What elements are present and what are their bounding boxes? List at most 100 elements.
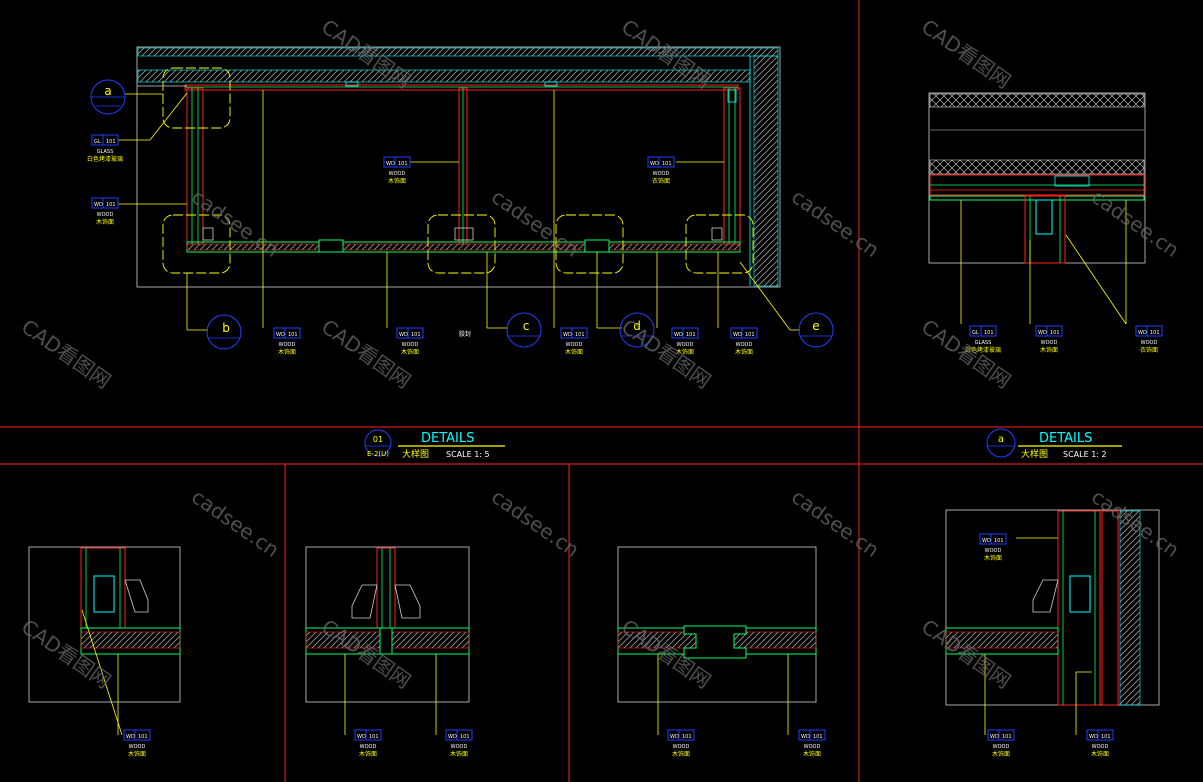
detail-subtitle: 大样图 [1021, 448, 1048, 460]
material-tag-wood: WD 101 WOOD 木饰面 [1086, 729, 1114, 758]
detail-b-section [28, 546, 181, 736]
detail-scale: SCALE 1: 2 [1063, 450, 1107, 459]
material-tag-wood: WD 101 WOOD 衣饰面 [1135, 325, 1163, 354]
svg-text:101: 101 [984, 330, 994, 336]
svg-text:101: 101 [745, 332, 755, 338]
svg-text:101: 101 [138, 734, 148, 740]
detail-title: DETAILS [421, 431, 474, 446]
svg-text:木饰面: 木饰面 [1091, 750, 1109, 758]
bubble-e-label: e [812, 319, 819, 333]
material-tag-wood: WD 101 WOOD 木饰面 [667, 729, 695, 758]
section-bubble-e: e [798, 312, 834, 348]
svg-text:101: 101 [398, 161, 408, 167]
detail-e-section [945, 509, 1160, 735]
svg-text:木饰面: 木饰面 [278, 348, 296, 356]
material-tag-wood: WD 101 WOOD 木饰面 [671, 327, 699, 356]
svg-text:WOOD: WOOD [566, 342, 583, 348]
svg-text:WD: WD [674, 332, 683, 338]
svg-text:GL: GL [94, 139, 101, 145]
watermark: CAD看图网 [17, 314, 115, 393]
watermark: cadsee.cn [187, 484, 284, 562]
detail-title-main: 01 E-2(U) DETAILS 大样图 SCALE 1: 5 [364, 429, 505, 460]
watermark: cadsee.cn [487, 184, 584, 262]
section-bubble-b: b [206, 314, 242, 350]
svg-text:GLASS: GLASS [97, 149, 114, 155]
bubble-d-label: d [633, 319, 641, 333]
svg-text:WD: WD [399, 332, 408, 338]
svg-text:木饰面: 木饰面 [359, 750, 377, 758]
detail-number: 01 [373, 435, 383, 444]
svg-text:WD: WD [563, 332, 572, 338]
svg-text:101: 101 [411, 332, 421, 338]
sealant-mark: 胶封 [459, 330, 471, 338]
material-tag-wood: WD 101 WOOD 木饰面 [1035, 325, 1063, 354]
svg-text:木饰面: 木饰面 [984, 554, 1002, 562]
section-bubble-a: a [90, 79, 126, 115]
svg-text:木饰面: 木饰面 [735, 348, 753, 356]
svg-text:木饰面: 木饰面 [565, 348, 583, 356]
svg-text:WOOD: WOOD [389, 171, 406, 177]
watermark: cadsee.cn [787, 184, 884, 262]
svg-text:木饰面: 木饰面 [401, 348, 419, 356]
material-tag-wood: WD 101 WOOD 木饰面 [91, 197, 119, 226]
bubble-c-label: c [523, 319, 530, 333]
svg-text:WOOD: WOOD [1041, 340, 1058, 346]
svg-text:木饰面: 木饰面 [992, 750, 1010, 758]
svg-text:WD: WD [1038, 330, 1047, 336]
material-tag-wood: WD 101 WOOD 木饰面 [445, 729, 473, 758]
svg-text:白色烤漆玻璃: 白色烤漆玻璃 [87, 155, 123, 163]
watermark: cadsee.cn [787, 484, 884, 562]
svg-text:WOOD: WOOD [804, 744, 821, 750]
detail-subtitle: 大样图 [402, 448, 429, 460]
material-tag-wood: WD 101 WOOD 木饰面 [987, 729, 1015, 758]
svg-text:101: 101 [813, 734, 823, 740]
svg-text:101: 101 [460, 734, 470, 740]
material-tag-wood: WD 101 WOOD 木饰面 [354, 729, 382, 758]
svg-text:WOOD: WOOD [677, 342, 694, 348]
watermark: CAD看图网 [617, 314, 715, 393]
section-bubble-d: d [619, 312, 655, 348]
svg-text:101: 101 [1101, 734, 1111, 740]
detail-reference: E-2(U) [367, 450, 389, 458]
material-tag-wood: WD 101 WOOD 木饰面 [798, 729, 826, 758]
svg-text:WOOD: WOOD [279, 342, 296, 348]
svg-text:木饰面: 木饰面 [128, 750, 146, 758]
svg-text:WD: WD [670, 734, 679, 740]
svg-text:木饰面: 木饰面 [676, 348, 694, 356]
svg-text:WD: WD [276, 332, 285, 338]
material-tag-glass: GL 101 GLASS 白色烤漆玻璃 [965, 325, 1001, 354]
svg-text:101: 101 [106, 202, 116, 208]
svg-text:101: 101 [1150, 330, 1160, 336]
svg-text:101: 101 [575, 332, 585, 338]
material-tag-wood: WD 101 WOOD 木饰面 [383, 156, 411, 185]
svg-text:WD: WD [448, 734, 457, 740]
svg-text:WOOD: WOOD [360, 744, 377, 750]
material-tag-wood: WD 101 WOOD 木饰面 [730, 327, 758, 356]
svg-text:WOOD: WOOD [985, 548, 1002, 554]
svg-text:101: 101 [682, 734, 692, 740]
svg-text:衣饰面: 衣饰面 [652, 177, 670, 185]
material-tag-wood: WD 101 WOOD 木饰面 [273, 327, 301, 356]
svg-text:WD: WD [126, 734, 135, 740]
svg-text:木饰面: 木饰面 [96, 218, 114, 226]
svg-text:WOOD: WOOD [736, 342, 753, 348]
svg-text:WD: WD [1138, 330, 1147, 336]
svg-text:木饰面: 木饰面 [672, 750, 690, 758]
svg-text:WD: WD [733, 332, 742, 338]
detail-c-section [305, 546, 470, 735]
bubble-b-label: b [222, 321, 230, 335]
svg-text:101: 101 [288, 332, 298, 338]
svg-text:101: 101 [1050, 330, 1060, 336]
detail-title-side: a DETAILS 大样图 SCALE 1: 2 [986, 428, 1122, 460]
svg-text:WOOD: WOOD [451, 744, 468, 750]
svg-text:WD: WD [1089, 734, 1098, 740]
svg-text:WOOD: WOOD [993, 744, 1010, 750]
watermark: CAD看图网 [917, 14, 1015, 93]
svg-text:WD: WD [801, 734, 810, 740]
svg-text:WOOD: WOOD [653, 171, 670, 177]
svg-text:GL: GL [972, 330, 979, 336]
material-tag-wood: WD 101 WOOD 衣饰面 [647, 156, 675, 185]
material-tag-wood: WD 101 WOOD 木饰面 [123, 729, 151, 758]
